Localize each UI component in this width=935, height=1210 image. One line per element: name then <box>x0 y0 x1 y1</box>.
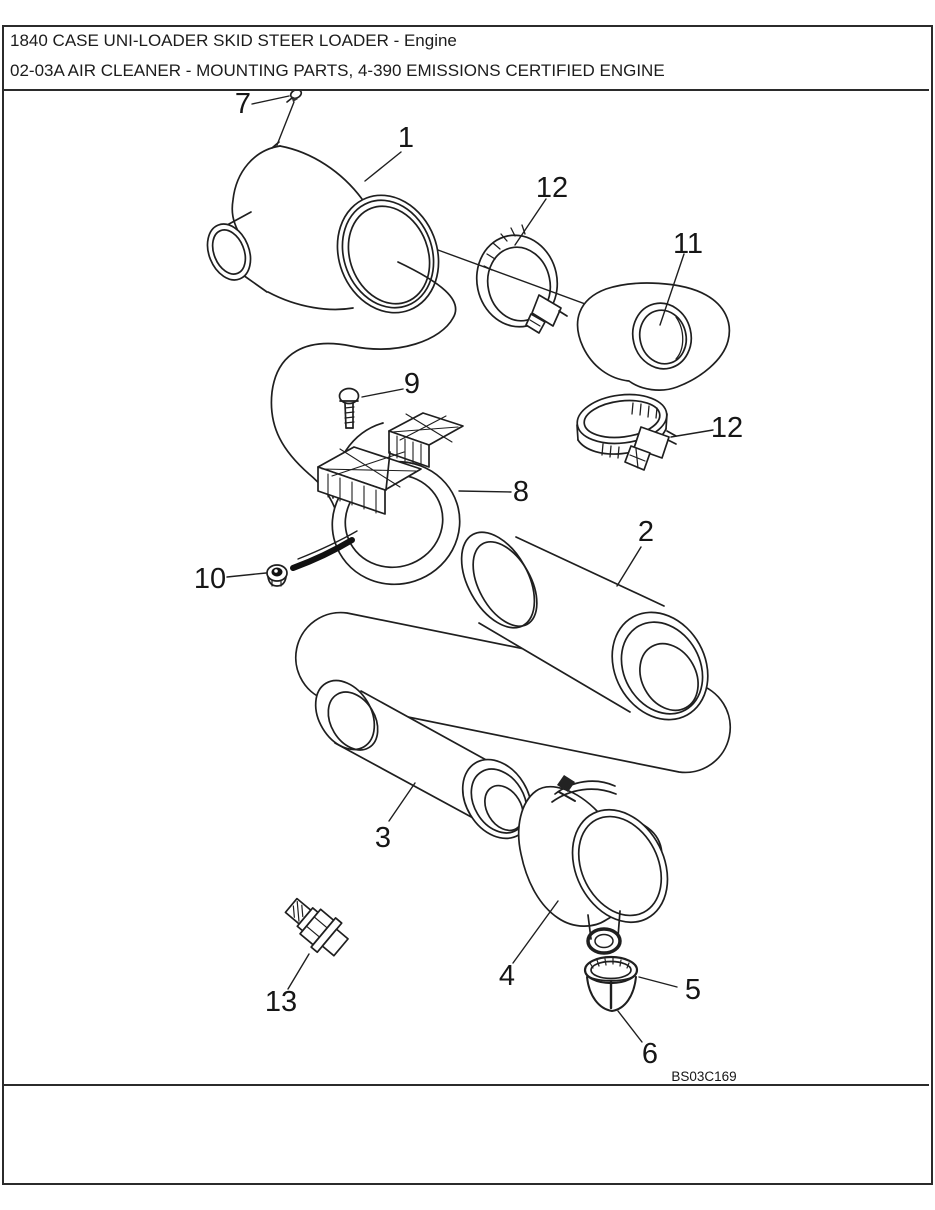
figure-code: BS03C169 <box>671 1069 736 1082</box>
callout-12-lower-label: 12 <box>711 412 743 444</box>
part-end-cover <box>517 775 669 955</box>
callout-4-label: 4 <box>499 960 515 992</box>
callout-7-label: 7 <box>235 91 251 120</box>
part-mounting-band <box>290 412 464 586</box>
drain-spout-opening <box>586 927 622 955</box>
intake-tube-outline <box>294 611 732 774</box>
model-title: 1840 CASE UNI-LOADER SKID STEER LOADER -… <box>10 31 457 50</box>
callout-5-label: 5 <box>685 974 701 1006</box>
part-restriction-indicator <box>284 897 349 957</box>
callout-leader-lines <box>226 95 714 1043</box>
callout-6-label: 6 <box>642 1038 658 1070</box>
callout-9-label: 9 <box>404 368 420 400</box>
callout-1-label: 1 <box>398 122 414 154</box>
page-border-box <box>2 25 933 1185</box>
exploded-parts-diagram: 7 1 12 11 9 12 8 2 10 3 4 5 6 13 BS03C16… <box>194 91 743 1082</box>
inlet-opening <box>206 223 252 281</box>
band-strap <box>290 537 355 571</box>
part-flange-nut <box>266 564 288 587</box>
end-cover-clamp-bolt <box>557 775 575 792</box>
part-mounting-screw <box>276 91 303 146</box>
part-hex-bolt <box>338 387 360 429</box>
callout-12-upper-label: 12 <box>536 172 568 204</box>
hose-routing-curve <box>270 261 457 552</box>
footer-divider <box>4 1084 929 1086</box>
callout-8-label: 8 <box>513 476 529 508</box>
callout-11-label: 11 <box>673 228 703 260</box>
part-air-cleaner-housing <box>206 141 440 314</box>
callout-10-label: 10 <box>194 563 226 595</box>
header-divider <box>4 89 929 91</box>
part-elbow-hose <box>576 282 731 391</box>
section-title: 02-03A AIR CLEANER - MOUNTING PARTS, 4-3… <box>10 61 665 80</box>
callout-13-label: 13 <box>265 986 297 1018</box>
callout-2-label: 2 <box>638 516 654 548</box>
part-hose-clamp-upper <box>475 224 568 334</box>
callout-3-label: 3 <box>375 822 391 854</box>
part-dust-valve <box>583 955 639 1012</box>
part-primary-filter-element <box>460 531 709 721</box>
part-hose-clamp-lower <box>576 393 677 471</box>
part-secondary-filter-element <box>314 679 533 840</box>
